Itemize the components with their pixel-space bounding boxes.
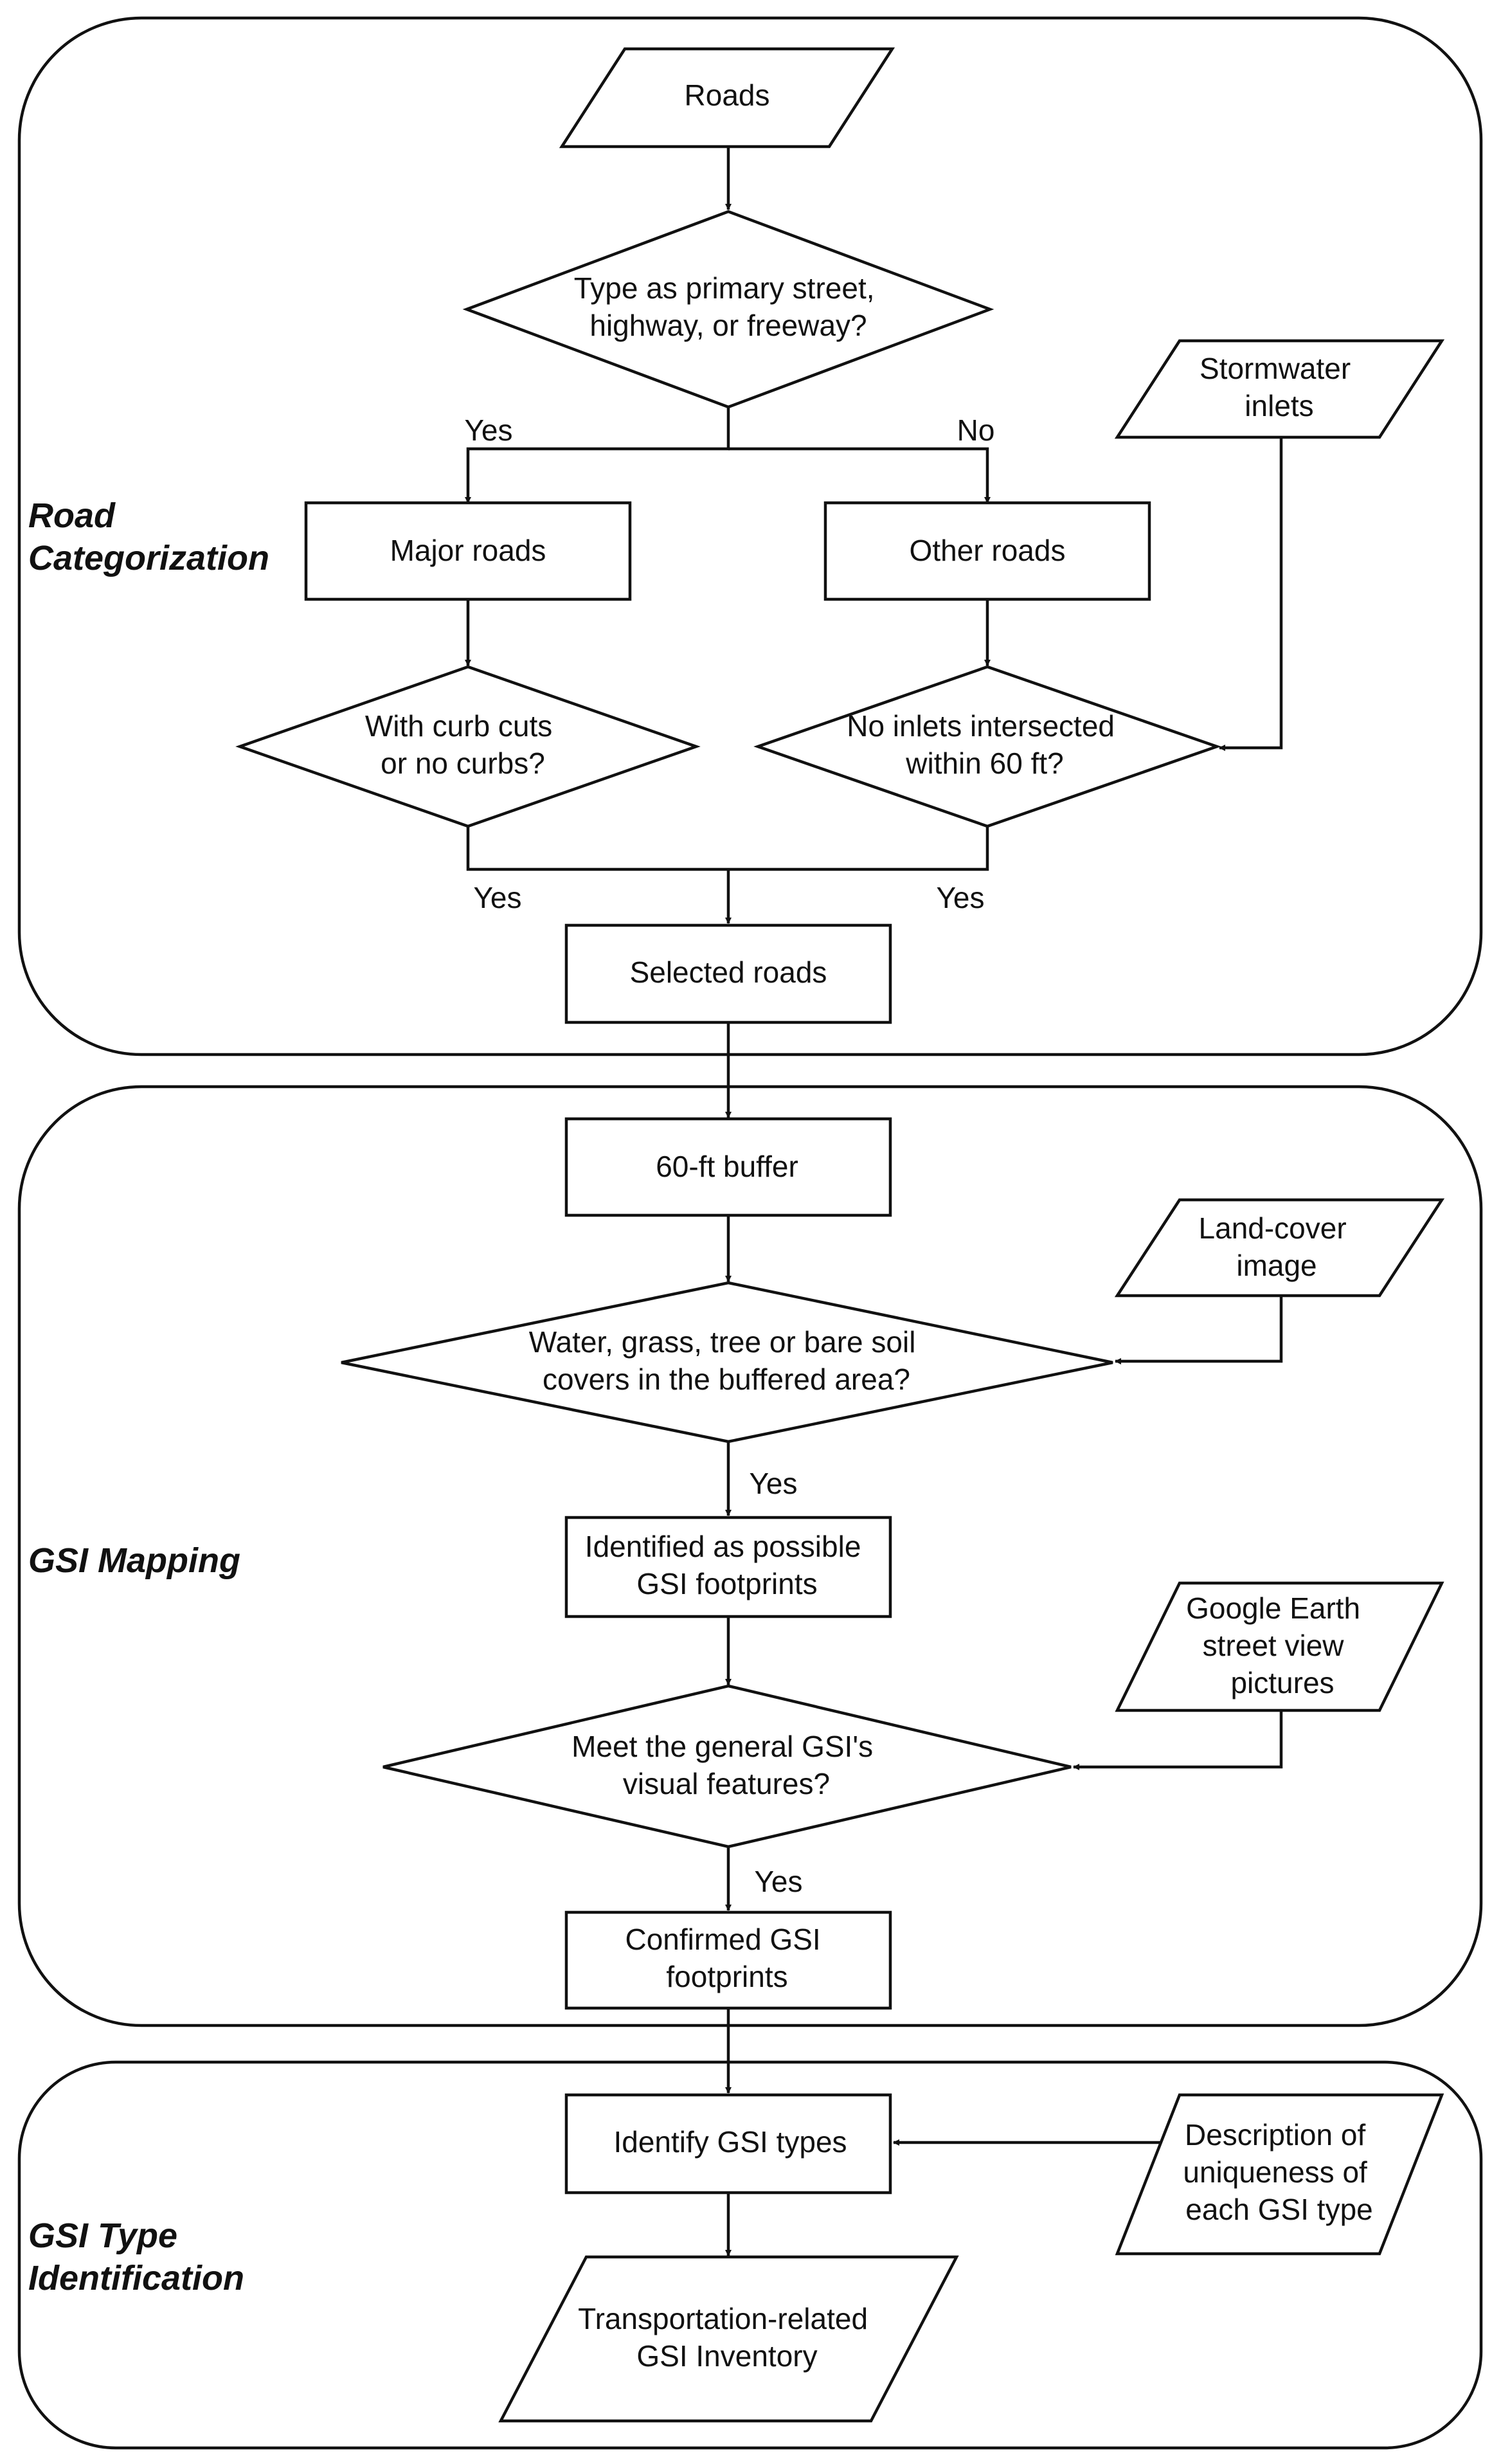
node-land-cover-image: Land-cover image xyxy=(1114,1198,1445,1298)
section-label-gsi-mapping: GSI Mapping xyxy=(28,1541,240,1580)
node-cover-decision-label: Water, grass, tree or bare soil covers i… xyxy=(529,1325,924,1396)
edge-label-yes-cover: Yes xyxy=(749,1467,797,1500)
edge-type-decision-to-major xyxy=(465,407,730,503)
edge-type-decision-to-other xyxy=(728,447,991,503)
node-major-roads-label: Major roads xyxy=(390,534,546,567)
section-label-gsi-type-identification: GSI Type Identification xyxy=(28,2216,244,2297)
node-curb-decision-label: With curb cuts or no curbs? xyxy=(365,709,561,780)
node-selected-roads-label: Selected roads xyxy=(630,956,827,989)
edge-label-yes-curb: Yes xyxy=(473,881,521,914)
node-type-decision-label: Type as primary street, highway, or free… xyxy=(574,271,883,342)
section-label-road-categorization: Road Categorization xyxy=(28,496,269,577)
node-stormwater-inlets-label: Stormwater inlets xyxy=(1200,352,1359,422)
edges xyxy=(465,147,1283,2256)
node-possible-gsi-footprints: Identified as possible GSI footprints xyxy=(564,1516,892,1618)
node-type-decision: Type as primary street, highway, or free… xyxy=(462,210,994,409)
node-gsi-inventory: Transportation-related GSI Inventory xyxy=(498,2255,959,2423)
node-buffer: 60-ft buffer xyxy=(564,1117,892,1217)
node-google-earth-pictures: Google Earth street view pictures xyxy=(1115,1581,1444,1712)
edge-label-no-other: No xyxy=(957,413,995,447)
node-identify-gsi-types: Identify GSI types xyxy=(564,2093,892,2195)
road-categorization-section xyxy=(17,16,1483,1056)
edge-landcover-to-cover-decision xyxy=(1115,1296,1283,1364)
node-roads-label: Roads xyxy=(685,78,770,112)
edge-google-to-visual-decision xyxy=(1073,1710,1283,1770)
node-other-roads: Other roads xyxy=(823,501,1151,601)
edge-label-yes-visual: Yes xyxy=(754,1865,802,1898)
edge-stormwater-to-inlets-decision xyxy=(1219,437,1283,751)
node-cover-decision: Water, grass, tree or bare soil covers i… xyxy=(341,1281,1113,1444)
node-roads: Roads xyxy=(559,47,895,149)
node-major-roads: Major roads xyxy=(304,501,632,601)
node-visual-decision: Meet the general GSI's visual features? xyxy=(382,1684,1072,1849)
edge-inlets-decision-merge xyxy=(728,826,989,871)
node-description-uniqueness: Description of uniqueness of each GSI ty… xyxy=(1115,2093,1444,2256)
edge-label-yes-major: Yes xyxy=(464,413,512,447)
node-stormwater-inlets: Stormwater inlets xyxy=(1114,339,1445,439)
edge-label-yes-inlets: Yes xyxy=(936,881,984,914)
node-curb-decision: With curb cuts or no curbs? xyxy=(235,665,701,828)
node-identify-gsi-types-label: Identify GSI types xyxy=(613,2125,847,2159)
node-gsi-inventory-label: Transportation-related GSI Inventory xyxy=(578,2302,876,2373)
node-google-earth-pictures-label: Google Earth street view pictures xyxy=(1186,1591,1369,1699)
gsi-mapping-section xyxy=(17,1085,1483,2027)
node-buffer-label: 60-ft buffer xyxy=(656,1150,798,1183)
node-other-roads-label: Other roads xyxy=(910,534,1066,567)
node-land-cover-image-label: Land-cover image xyxy=(1199,1211,1355,1282)
node-inlets-decision-label: No inlets intersected within 60 ft? xyxy=(847,709,1123,780)
node-inlets-decision: No inlets intersected within 60 ft? xyxy=(753,665,1221,828)
node-possible-gsi-footprints-label: Identified as possible GSI footprints xyxy=(585,1530,869,1600)
node-confirmed-gsi-footprints-label: Confirmed GSI footprints xyxy=(625,1923,829,1993)
node-confirmed-gsi-footprints: Confirmed GSI footprints xyxy=(564,1910,892,2010)
node-selected-roads: Selected roads xyxy=(564,923,892,1024)
node-visual-decision-label: Meet the general GSI's visual features? xyxy=(571,1730,881,1800)
edge-curb-decision-merge xyxy=(466,826,728,871)
gsi-type-identification-section xyxy=(17,2060,1483,2450)
node-description-uniqueness-label: Description of uniqueness of each GSI ty… xyxy=(1183,2118,1375,2226)
